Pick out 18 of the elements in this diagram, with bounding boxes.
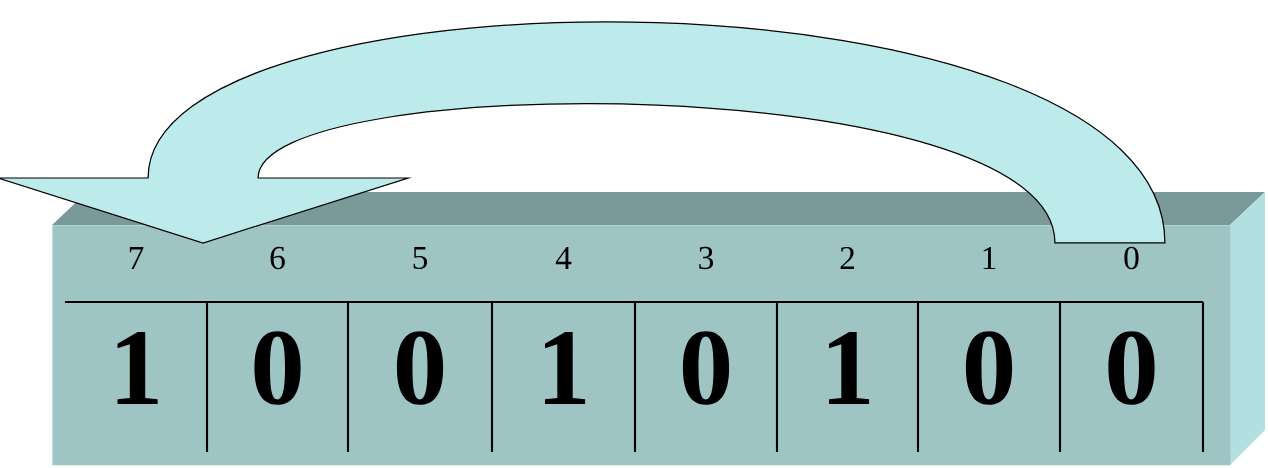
- bit-value: 1: [545, 332, 586, 404]
- bit-index: 7: [129, 247, 144, 269]
- bit-value: 0: [396, 331, 444, 405]
- bit-value: 0: [965, 331, 1013, 405]
- bit-index: 5: [413, 246, 428, 270]
- bit-index: 0: [1124, 246, 1139, 270]
- bit-value: 0: [1108, 331, 1155, 405]
- bit-value: 1: [829, 332, 870, 404]
- bit-index: 3: [699, 246, 714, 270]
- bit-index: 6: [270, 246, 285, 270]
- bit-index: 4: [555, 247, 572, 269]
- bit-index: 2: [840, 246, 854, 270]
- curved-arrow: [0, 22, 1166, 244]
- bit-index: 1: [983, 247, 996, 269]
- bit-value: 1: [117, 332, 158, 404]
- register-box: [52, 192, 1265, 466]
- bit-value: 0: [682, 331, 730, 405]
- bit-value: 0: [254, 331, 301, 405]
